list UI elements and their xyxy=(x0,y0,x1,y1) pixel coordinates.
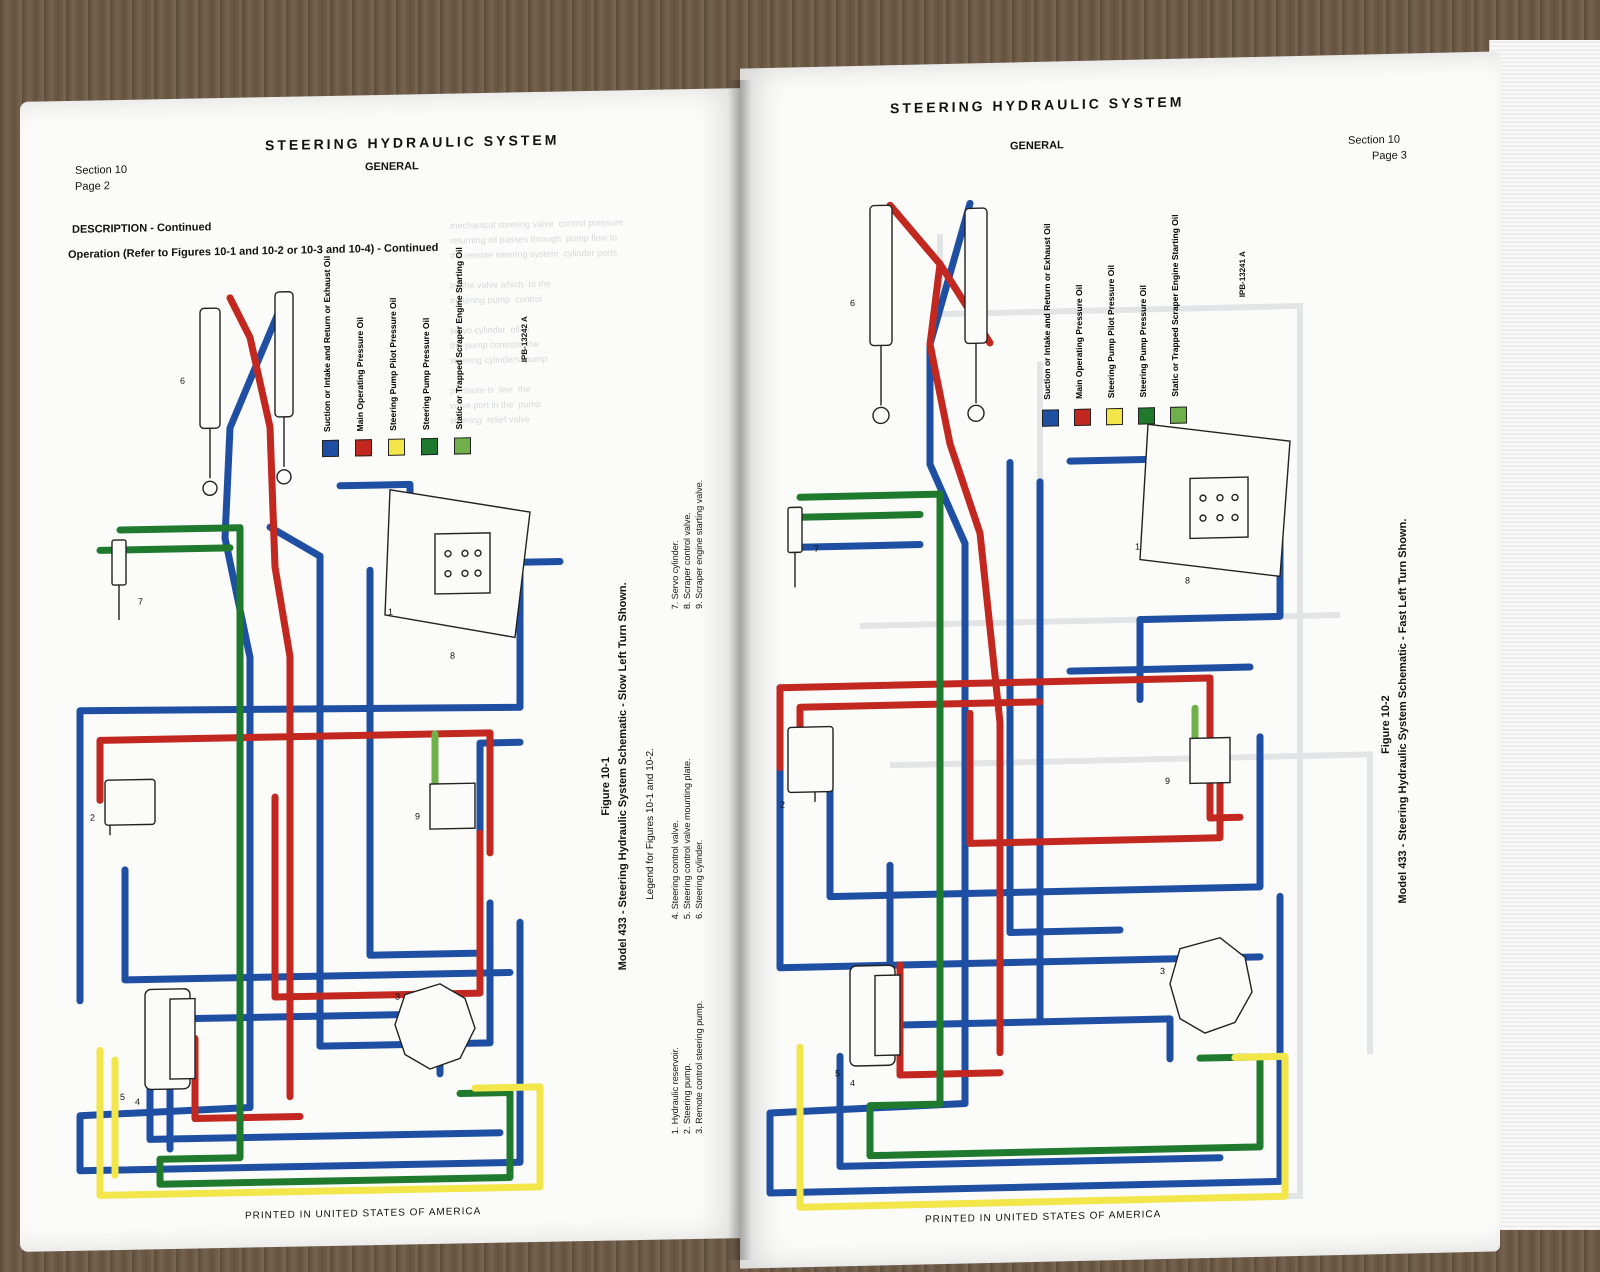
remote-control-steering-pump xyxy=(1169,936,1253,1034)
callout-1: 1 xyxy=(1135,542,1140,552)
steering-cylinder-left xyxy=(199,307,221,496)
callout-9: 9 xyxy=(415,811,420,821)
figure-label: Figure 10-1 xyxy=(600,756,612,816)
hydraulic-schematic: 2 3 4 5 6 7 8 9 1 xyxy=(766,199,1291,1211)
steering-pump xyxy=(787,725,834,802)
legend-item: 5. Steering control valve mounting plate… xyxy=(682,758,692,920)
legend-title: Legend for Figures 10-1 and 10-2. xyxy=(645,747,656,900)
callout-5: 5 xyxy=(120,1092,125,1102)
legend-item: 7. Servo cylinder. xyxy=(670,540,680,610)
callout-3: 3 xyxy=(1160,966,1165,976)
scraper-engine-starting-valve xyxy=(429,782,476,830)
hydraulic-schematic: 2 3 4 5 6 7 8 9 1 xyxy=(76,291,564,1199)
servo-cylinder xyxy=(111,539,127,621)
legend-item: 6. Steering cylinder. xyxy=(694,839,704,919)
callout-6: 6 xyxy=(850,298,855,308)
figure-label: Figure 10-2 xyxy=(1380,695,1392,755)
legend-item: 9. Scraper engine starting valve. xyxy=(694,479,704,609)
callout-8: 8 xyxy=(450,651,455,661)
green-lines xyxy=(796,490,1264,1160)
callout-4: 4 xyxy=(135,1097,140,1107)
red-lines xyxy=(776,201,1244,1079)
callout-2: 2 xyxy=(90,812,95,822)
callout-5: 5 xyxy=(835,1068,840,1078)
steering-pump xyxy=(104,778,156,836)
red-lines xyxy=(96,294,494,1123)
steering-cylinder-left xyxy=(869,204,893,425)
callout-9: 9 xyxy=(1165,776,1170,786)
scraper-control-valve xyxy=(1139,423,1291,578)
callout-7: 7 xyxy=(814,544,819,554)
steering-control-valve xyxy=(849,964,901,1067)
yellow-lines xyxy=(96,1046,544,1199)
yellow-lines xyxy=(796,1043,1289,1211)
callout-4: 4 xyxy=(850,1078,855,1088)
legend-item: 3. Remote control steering pump. xyxy=(694,1000,704,1134)
figure-caption: Model 433 - Steering Hydraulic System Sc… xyxy=(617,582,629,971)
page-stack-edge xyxy=(1489,40,1600,1230)
book-gutter-shadow xyxy=(728,80,752,1260)
scraper-control-valve xyxy=(384,488,531,639)
right-page: STEERING HYDRAULIC SYSTEM GENERAL Sectio… xyxy=(740,51,1500,1269)
figure-caption: Model 433 - Steering Hydraulic System Sc… xyxy=(1397,518,1409,904)
legend-item: 1. Hydraulic reservoir. xyxy=(670,1047,680,1135)
callout-6: 6 xyxy=(180,376,185,386)
legend-item: 8. Scraper control valve. xyxy=(682,511,692,610)
blue-lines xyxy=(766,199,1284,1197)
callout-2: 2 xyxy=(780,800,785,810)
callout-3: 3 xyxy=(395,992,400,1002)
legend-item: 4. Steering control valve. xyxy=(670,820,680,920)
servo-cylinder xyxy=(787,506,803,588)
steering-control-valve xyxy=(144,988,196,1091)
remote-control-steering-pump xyxy=(394,983,476,1070)
steering-cylinder-right xyxy=(964,207,988,422)
left-page: mechanical steering valve control pressu… xyxy=(20,88,740,1252)
callout-8: 8 xyxy=(1185,575,1190,585)
legend-item: 2. Steering pump. xyxy=(682,1062,692,1135)
callout-7: 7 xyxy=(138,597,143,607)
callout-1: 1 xyxy=(388,607,393,617)
scraper-engine-starting-valve xyxy=(1189,736,1231,785)
steering-cylinder-right xyxy=(274,291,294,485)
